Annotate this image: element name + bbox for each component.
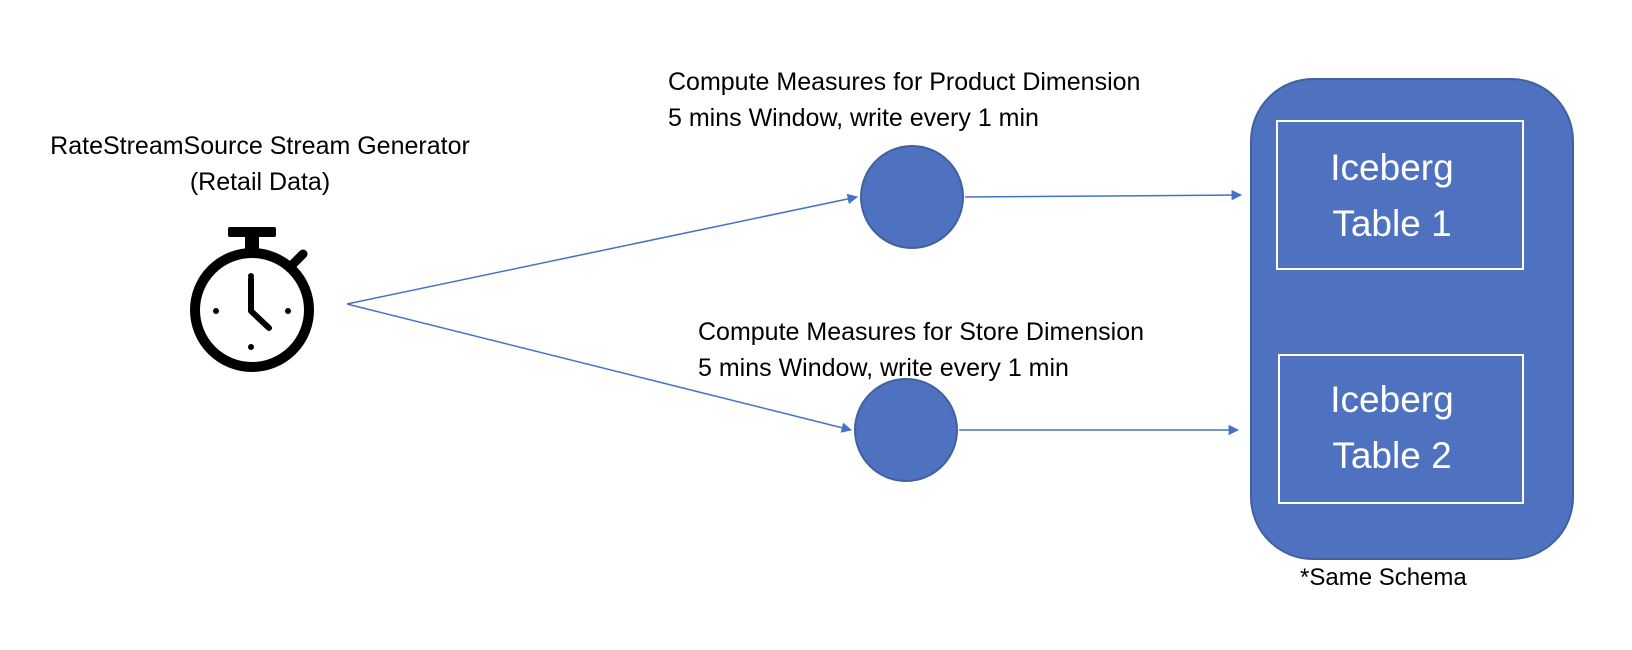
source-label: RateStreamSource Stream Generator (Retai… [20, 128, 500, 200]
arrow-source-to-store [346, 303, 853, 433]
arrow-product-to-table1 [964, 189, 1243, 201]
iceberg-table-1-label: Iceberg Table 1 [1270, 140, 1514, 252]
arrow-source-to-product [346, 193, 859, 305]
product-dimension-label: Compute Measures for Product Dimension 5… [668, 64, 1140, 136]
iceberg-table-2-line1: Iceberg [1330, 379, 1454, 420]
store-dimension-title: Compute Measures for Store Dimension [698, 318, 1145, 346]
iceberg-table-1-line2: Table 1 [1332, 203, 1452, 244]
iceberg-table-2-line2: Table 2 [1332, 435, 1452, 476]
store-compute-node [854, 378, 958, 482]
store-dimension-label: Compute Measures for Store Dimension 5 m… [698, 314, 1144, 386]
iceberg-table-2-label: Iceberg Table 2 [1272, 372, 1512, 484]
source-subtitle: (Retail Data) [189, 168, 331, 196]
same-schema-note: *Same Schema [1300, 564, 1467, 591]
stopwatch-icon [190, 227, 314, 372]
iceberg-table-1-box [1276, 120, 1524, 270]
iceberg-table-1-line1: Iceberg [1330, 147, 1454, 188]
product-compute-node [860, 145, 964, 249]
storage-container [1250, 78, 1574, 560]
store-dimension-window: 5 mins Window, write every 1 min [698, 354, 1069, 382]
iceberg-table-2-box [1278, 354, 1524, 504]
source-title: RateStreamSource Stream Generator [50, 132, 470, 160]
product-dimension-window: 5 mins Window, write every 1 min [668, 104, 1039, 132]
product-dimension-title: Compute Measures for Product Dimension [668, 68, 1141, 96]
